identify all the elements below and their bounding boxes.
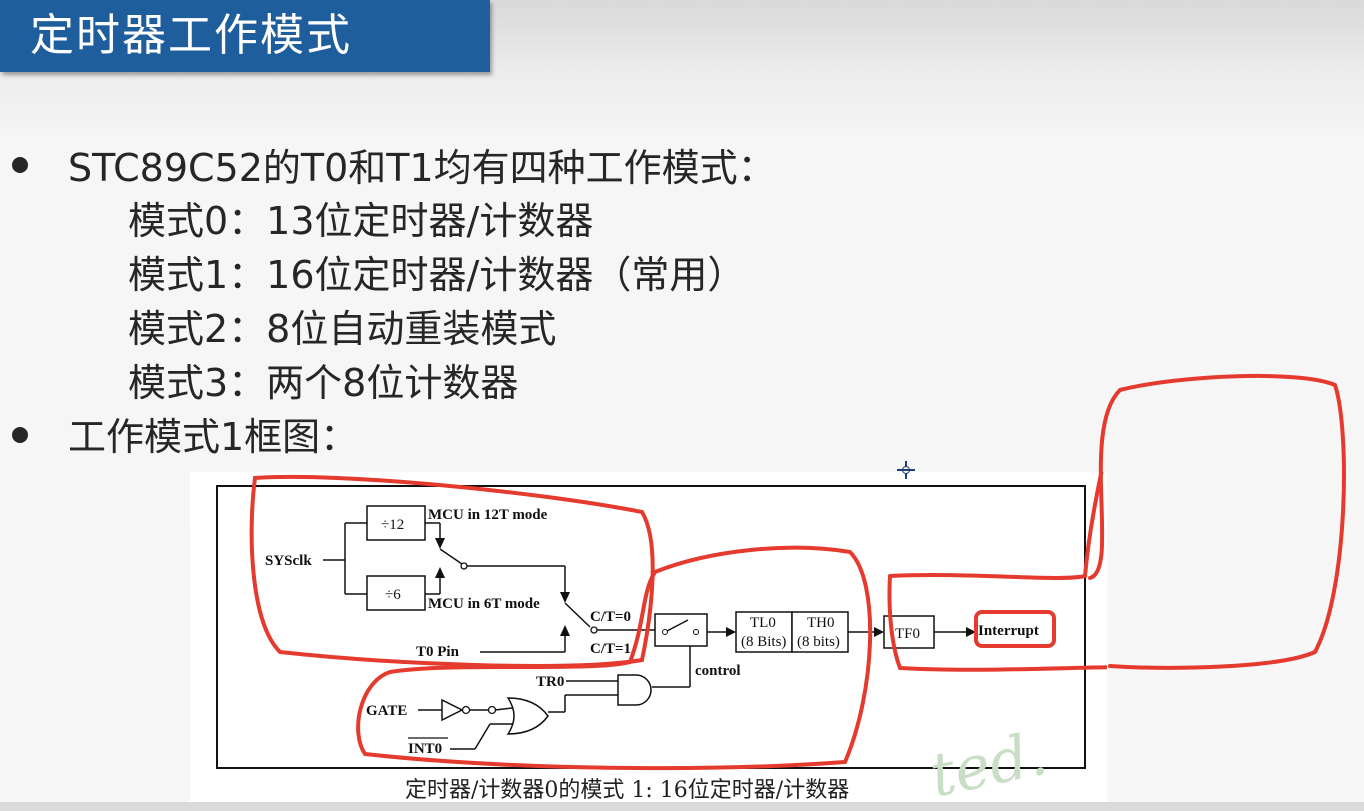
slide-title: 定时器工作模式 (30, 10, 352, 61)
diagram-svg: SYSclk ÷12 ÷6 MCU in 12T mode MCU in 6T … (216, 472, 1107, 771)
tf0-label: TF0 (895, 626, 920, 642)
annotation-interrupt-box (974, 610, 1056, 648)
mode6t-label: MCU in 6T mode (428, 596, 540, 612)
annotation-outer-loop (1088, 373, 1346, 670)
diagram-frame (216, 485, 1086, 769)
sub-item-mode1: 模式1：16位定时器/计数器（常用） (128, 253, 746, 297)
tr0-label: TR0 (536, 674, 564, 690)
div6-label: ÷6 (385, 587, 401, 603)
sysclk-label: SYSclk (265, 553, 312, 569)
th0-bits: (8 bits) (797, 634, 840, 650)
annotation-loop-clock (249, 474, 655, 668)
div6-box (366, 575, 426, 611)
slide-title-bar: 定时器工作模式 (0, 0, 490, 72)
diagram-caption: 定时器/计数器0的模式 1: 16位定时器/计数器 (405, 778, 850, 803)
div12-label: ÷12 (381, 517, 404, 533)
ct0-label: C/T=0 (590, 609, 631, 625)
t0pin-label: T0 Pin (416, 644, 460, 660)
mode1-block-diagram: SYSclk ÷12 ÷6 MCU in 12T mode MCU in 6T … (190, 472, 1107, 802)
and-gate (617, 674, 652, 706)
inverter (441, 698, 464, 722)
bullet-dot (12, 157, 28, 173)
tl0-label: TL0 (750, 615, 776, 631)
crosshair-cursor-icon (897, 461, 915, 479)
interrupt-label: Interrupt (978, 623, 1039, 639)
bullet-1-text: STC89C52的T0和T1均有四种工作模式： (68, 146, 776, 190)
bullet-dot (12, 427, 28, 443)
sub-item-mode3: 模式3：两个8位计数器 (128, 361, 519, 405)
bullet-2-text: 工作模式1框图： (68, 415, 359, 459)
mode12t-label: MCU in 12T mode (428, 507, 548, 523)
gate-label: GATE (366, 703, 407, 719)
int0-label: INT0 (408, 741, 442, 757)
sub-item-mode2: 模式2：8位自动重装模式 (128, 307, 557, 351)
control-label: control (695, 663, 741, 679)
tl0-bits: (8 Bits) (741, 634, 786, 650)
sub-item-mode0: 模式0：13位定时器/计数器 (128, 199, 594, 243)
annotation-loop-counter (356, 545, 873, 771)
ct1-label: C/T=1 (590, 641, 631, 657)
or-gate (506, 697, 549, 735)
th0-label: TH0 (807, 615, 835, 631)
